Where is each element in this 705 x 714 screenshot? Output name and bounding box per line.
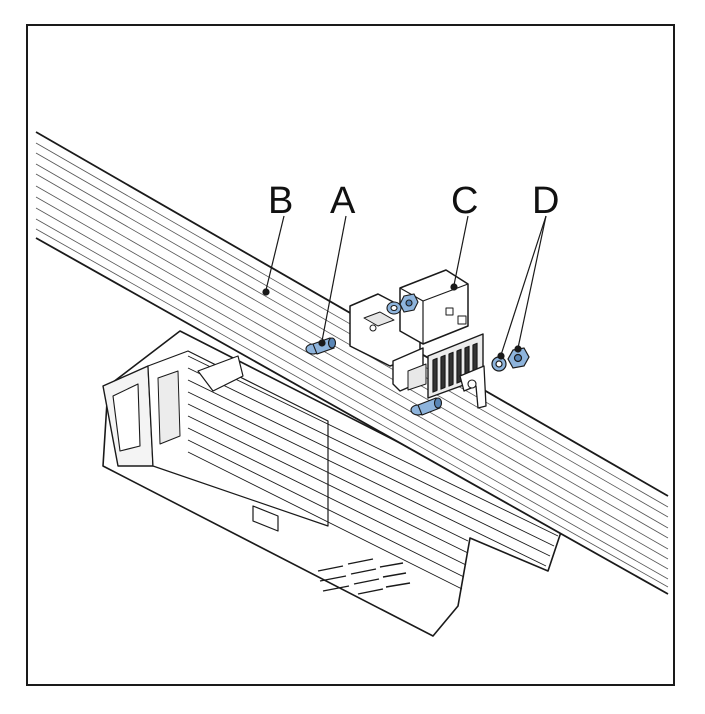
diagram-frame: B A C D bbox=[26, 24, 675, 686]
rail-grooves bbox=[35, 142, 669, 588]
leader-d2 bbox=[517, 215, 547, 349]
leader-b bbox=[265, 215, 285, 291]
drawer-unit bbox=[102, 330, 564, 637]
callout-a: A bbox=[330, 180, 356, 222]
washer-nut-upper bbox=[386, 293, 419, 315]
drawer-ribs bbox=[187, 355, 559, 590]
terminal-teeth bbox=[432, 342, 478, 393]
leader-a bbox=[321, 215, 347, 342]
leader-lines bbox=[262, 215, 547, 360]
callout-c: C bbox=[451, 180, 479, 222]
leader-c bbox=[453, 215, 469, 286]
washer-d bbox=[491, 356, 507, 372]
nut-d bbox=[507, 347, 530, 369]
callout-d: D bbox=[532, 180, 560, 222]
assembly-drawing bbox=[35, 131, 669, 637]
screw-a-lower bbox=[410, 397, 443, 416]
callout-b: B bbox=[268, 180, 294, 222]
leader-d1 bbox=[500, 215, 547, 356]
vent-slots bbox=[317, 558, 411, 595]
